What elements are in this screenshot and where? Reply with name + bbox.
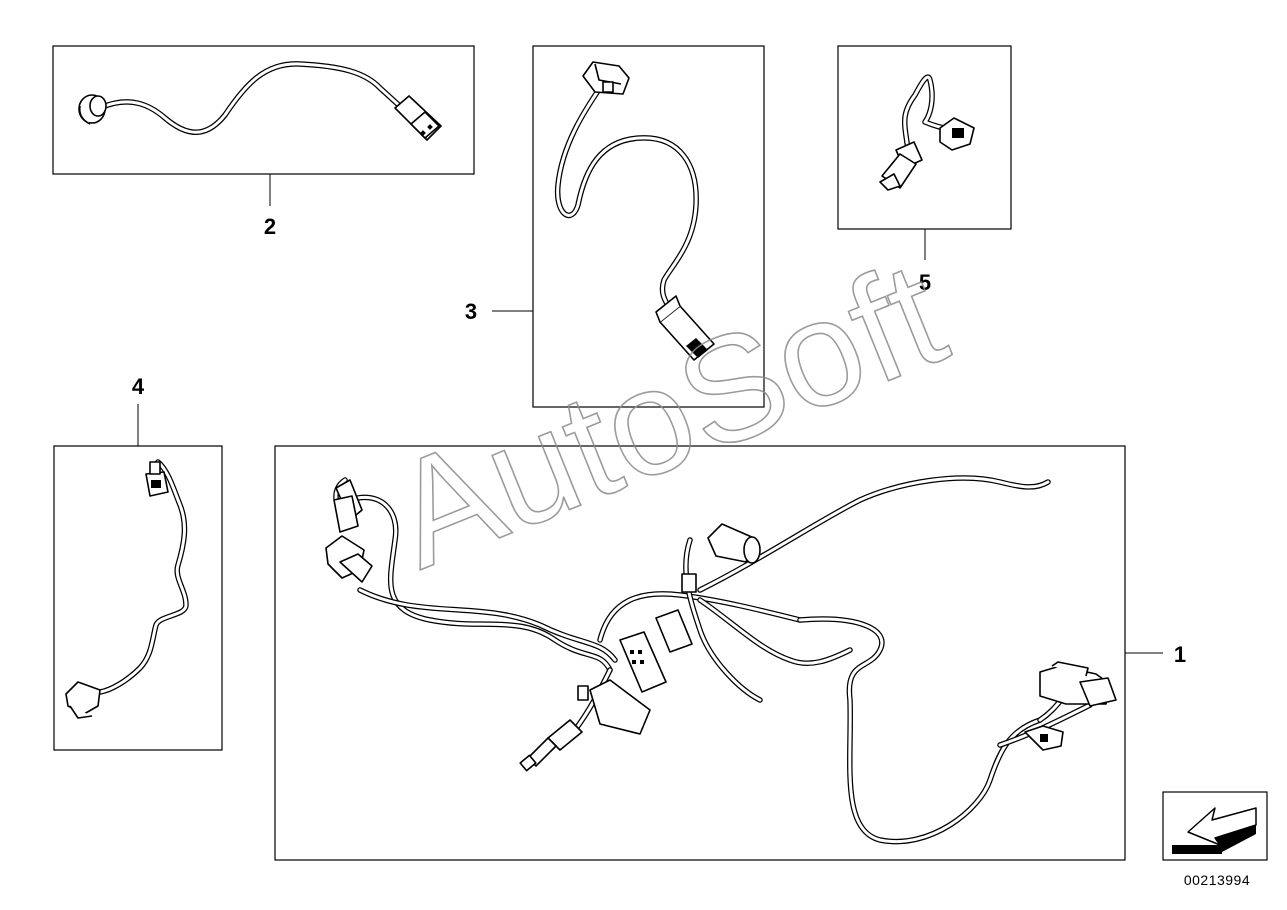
part-1-group: 1 xyxy=(274,445,1186,861)
part-4-callout: 4 xyxy=(132,374,145,399)
part-5-socket-connector xyxy=(939,117,975,151)
part-2-cable xyxy=(97,61,405,135)
part-1-callout: 1 xyxy=(1174,642,1186,667)
part-4-group: 4 xyxy=(53,374,223,751)
part-5-callout: 5 xyxy=(919,270,931,295)
part-1-pin-connector xyxy=(519,719,583,772)
direction-arrow-icon xyxy=(1162,791,1268,861)
part-3-cable xyxy=(554,85,699,315)
part-5-group: 5 xyxy=(837,45,1012,295)
part-1-center-relay-box xyxy=(577,609,693,735)
part-2-group: 2 xyxy=(52,45,475,239)
part-5-pin-connector xyxy=(879,141,923,191)
part-1-right-connectors xyxy=(1024,661,1117,751)
part-4-bottom-connector xyxy=(65,681,101,719)
watermark: AutoSoft xyxy=(369,228,965,599)
part-5-cable xyxy=(902,74,961,153)
part-2-plug-connector xyxy=(394,95,442,141)
part-3-callout: 3 xyxy=(465,299,477,324)
part-3-frame xyxy=(532,45,765,408)
document-number: 00213994 xyxy=(1184,872,1250,888)
part-4-cable xyxy=(97,459,189,695)
part-4-top-connector xyxy=(145,461,169,497)
part-3-plug-connector xyxy=(655,295,715,361)
part-1-left-connectors xyxy=(325,479,373,583)
part-2-round-connector xyxy=(78,94,107,125)
part-3-top-connector xyxy=(582,61,630,95)
part-2-frame xyxy=(52,45,475,175)
part-2-callout: 2 xyxy=(264,214,276,239)
part-5-frame xyxy=(837,45,1012,230)
part-1-top-round-connector xyxy=(681,523,761,593)
part-3-group: 3 xyxy=(465,45,765,408)
